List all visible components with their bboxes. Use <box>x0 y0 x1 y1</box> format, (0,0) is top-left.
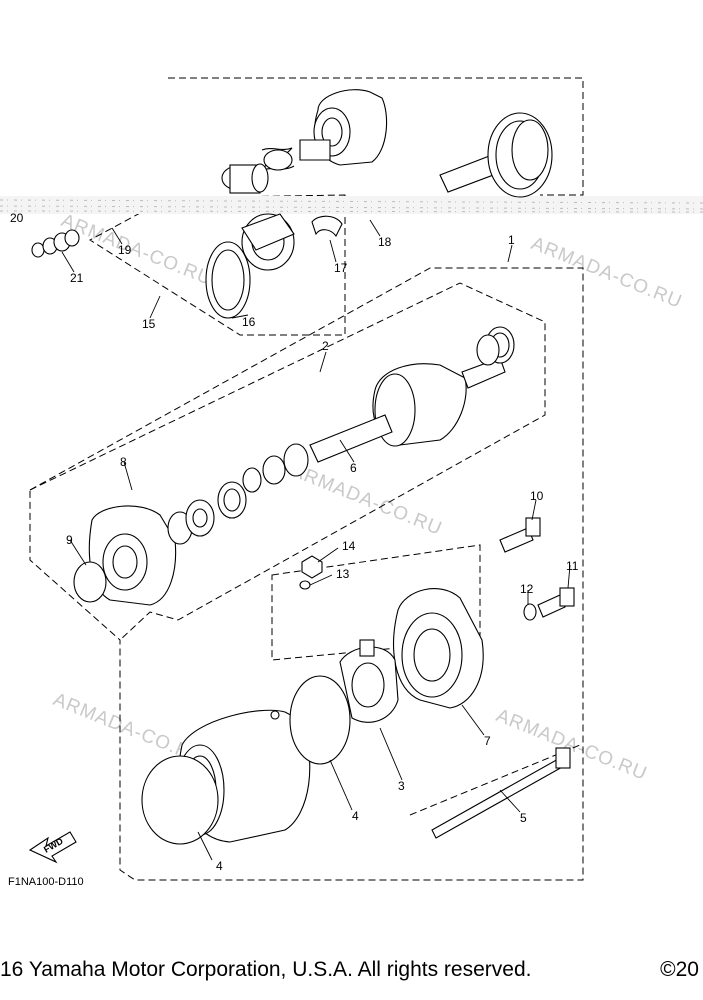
clip <box>311 215 343 238</box>
part-label-17: 17 <box>334 261 348 275</box>
part-label-8: 8 <box>120 455 127 469</box>
armature-washers <box>242 326 515 493</box>
copyright-text: 16 Yamaha Motor Corporation, U.S.A. All … <box>0 958 532 981</box>
brush-holder <box>339 639 399 723</box>
part-label-7: 7 <box>484 734 491 748</box>
watermark: ARMADA-CO.RU <box>288 460 445 540</box>
part-label-14: 14 <box>342 539 356 553</box>
through-bolt-5 <box>431 747 571 839</box>
o-ring-4-rear <box>289 675 351 765</box>
copyright-year-fragment: ©20 <box>660 958 699 981</box>
spring <box>260 147 295 172</box>
part-label-16: 16 <box>242 315 256 329</box>
part-label-3: 3 <box>398 779 405 793</box>
watermark: ARMADA-CO.RU <box>493 705 650 785</box>
part-label-11: 11 <box>566 559 579 573</box>
small-washers <box>31 229 80 258</box>
pinion-clutch <box>299 89 388 166</box>
part-label-9: 9 <box>66 533 73 547</box>
brush-plate <box>217 481 247 519</box>
washer-12 <box>523 603 537 621</box>
o-ring-9 <box>73 561 107 603</box>
leader-lines <box>61 219 571 861</box>
part-label-1: 1 <box>508 233 515 247</box>
watermark: ARMADA-CO.RU <box>528 233 685 313</box>
part-label-20: 20 <box>10 211 24 225</box>
bearing-housing <box>241 213 295 271</box>
part-label-15: 15 <box>142 317 156 331</box>
part-labels: 1 2 3 4 4 5 6 7 8 9 10 11 12 13 14 15 16… <box>10 211 579 873</box>
collar <box>221 163 269 194</box>
part-label-4: 4 <box>352 809 359 823</box>
part-label-4: 4 <box>216 859 223 873</box>
part-label-21: 21 <box>70 271 84 285</box>
part-label-6: 6 <box>350 461 357 475</box>
front-bearing <box>167 499 215 545</box>
armature <box>309 357 506 463</box>
part-label-12: 12 <box>520 582 534 596</box>
o-ring-4-front <box>141 755 219 845</box>
part-label-2: 2 <box>322 339 329 353</box>
bolt-10 <box>499 517 541 553</box>
part-label-13: 13 <box>336 567 350 581</box>
part-label-18: 18 <box>378 235 392 249</box>
part-label-19: 19 <box>118 243 132 257</box>
washer-13 <box>299 580 311 590</box>
part-label-10: 10 <box>530 489 544 503</box>
gear-shaft <box>439 112 553 198</box>
bolt-11 <box>537 587 575 618</box>
fwd-arrow-icon: FWD <box>28 831 77 864</box>
copyright-footer: 16 Yamaha Motor Corporation, U.S.A. All … <box>0 958 703 988</box>
rear-cover <box>393 588 484 709</box>
scan-artifact <box>0 196 703 214</box>
nut-14 <box>301 555 323 579</box>
needle-bearing <box>205 241 251 319</box>
diagram-code: F1NA100-D110 <box>8 876 84 888</box>
part-label-5: 5 <box>520 811 527 825</box>
front-cover <box>88 505 177 606</box>
